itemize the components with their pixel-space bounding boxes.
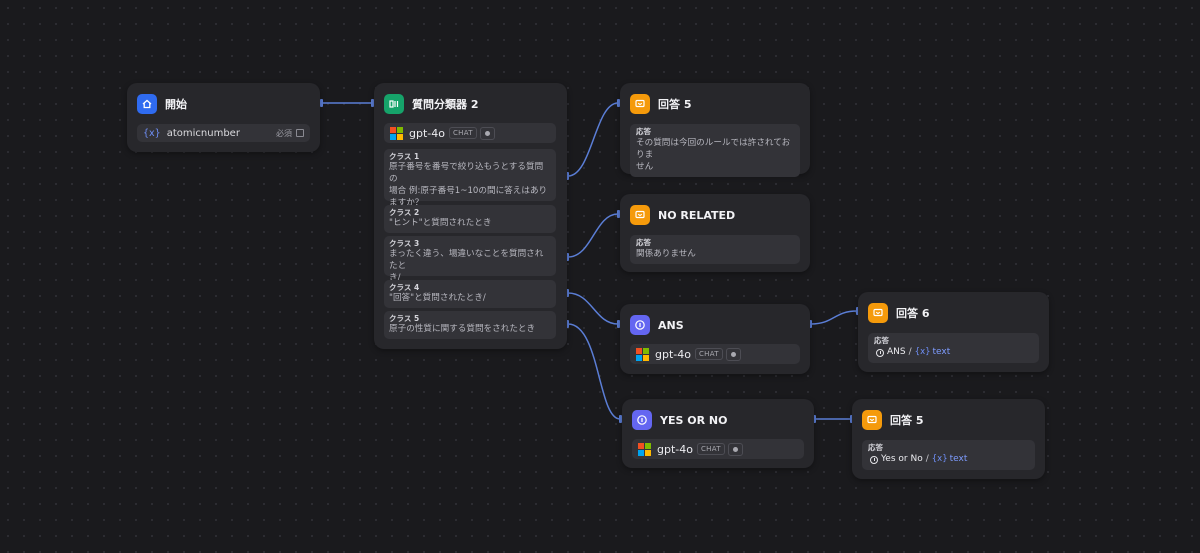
response-box[interactable]: 応答 Yes or No / {x} text [862, 440, 1035, 470]
response-label: 応答 [636, 127, 651, 136]
no-related-node[interactable]: NO RELATED 応答 関係ありません [620, 194, 810, 272]
node-title: 回答 5 [890, 414, 924, 427]
chat-badge: CHAT [448, 127, 477, 139]
response-label: 応答 [874, 336, 889, 345]
class-text: 場合 例:原子番号1~10の間に答えはあり [389, 186, 548, 196]
class-2[interactable]: クラス 2 "ヒント"と質問されたとき [384, 205, 556, 233]
info-icon [870, 455, 878, 464]
chat-badge: CHAT [694, 348, 723, 360]
microsoft-icon [636, 347, 649, 361]
variable-reference: Yes or No / {x} text [868, 453, 1029, 466]
class-text: ますか？ [389, 198, 424, 208]
class-text: "回答"と質問されたとき/ [389, 293, 486, 303]
node-title: 開始 [165, 98, 187, 111]
info-icon [632, 410, 652, 430]
start-node[interactable]: 開始 {x} atomicnumber 必須 [127, 83, 320, 152]
class-1[interactable]: クラス 1 原子番号を番号で絞り込もうとする質問の 場合 例:原子番号1~10の… [384, 149, 556, 208]
response-box[interactable]: 応答 関係ありません [630, 235, 800, 264]
class-text: 原子番号を番号で絞り込もうとする質問の [389, 162, 544, 184]
class-text: 原子の性質に関する質問をされたとき [389, 324, 536, 334]
answer-icon [862, 410, 882, 430]
chat-badge: CHAT [696, 443, 725, 455]
response-text: せん [636, 162, 654, 172]
class-label: クラス 3 [389, 239, 420, 248]
edge-class3-norelated [567, 213, 619, 258]
model-selector[interactable]: gpt-4o CHAT [632, 439, 804, 459]
variable-icon: {x} [143, 127, 161, 139]
answer-5-bottom-node[interactable]: 回答 5 応答 Yes or No / {x} text [852, 399, 1045, 479]
info-icon [630, 315, 650, 335]
model-selector[interactable]: gpt-4o CHAT [630, 344, 800, 364]
node-title: YES OR NO [660, 413, 728, 427]
class-label: クラス 1 [389, 152, 420, 161]
node-ref: ANS [887, 347, 906, 357]
separator: / [908, 347, 912, 357]
class-label: クラス 4 [389, 283, 420, 292]
microsoft-icon [390, 126, 403, 140]
node-title: 回答 6 [896, 307, 930, 320]
node-ref: Yes or No [881, 454, 923, 464]
variable-name: atomicnumber [166, 127, 240, 139]
model-name: gpt-4o [657, 442, 693, 456]
eye-icon[interactable] [725, 347, 741, 361]
response-label: 応答 [868, 443, 883, 452]
eye-icon[interactable] [479, 126, 495, 140]
edge-class1-answer5 [567, 102, 619, 177]
answer-5-node[interactable]: 回答 5 応答 その質問は今回のルールでは許されておりま せん [620, 83, 810, 177]
node-title: ANS [658, 318, 684, 332]
response-box[interactable]: 応答 ANS / {x} text [868, 333, 1039, 363]
class-text: まったく違う、場違いなことを質問されたと [389, 249, 544, 271]
variable-name: text [949, 454, 968, 464]
variable-name: text [932, 347, 951, 357]
text-type-icon [296, 129, 304, 137]
edge-class5-yesorno [567, 323, 621, 420]
model-name: gpt-4o [409, 126, 445, 140]
variable-icon: {x} [914, 347, 931, 357]
variable-reference: ANS / {x} text [874, 346, 1033, 359]
model-selector[interactable]: gpt-4o CHAT [384, 123, 556, 143]
model-name: gpt-4o [655, 347, 691, 361]
response-box[interactable]: 応答 その質問は今回のルールでは許されておりま せん [630, 124, 800, 177]
class-label: クラス 2 [389, 208, 420, 217]
microsoft-icon [638, 442, 651, 456]
variable-icon: {x} [931, 454, 948, 464]
class-3[interactable]: クラス 3 まったく違う、場違いなことを質問されたと き/ [384, 236, 556, 283]
response-text: 関係ありません [636, 249, 696, 259]
answer-icon [868, 303, 888, 323]
required-label: 必須 [276, 128, 292, 138]
info-icon [876, 348, 884, 357]
answer-6-node[interactable]: 回答 6 応答 ANS / {x} text [858, 292, 1049, 372]
edge-ans-answer6 [810, 310, 858, 325]
class-text: "ヒント"と質問されたとき [389, 218, 492, 228]
response-text: その質問は今回のルールでは許されておりま [636, 138, 791, 160]
class-4[interactable]: クラス 4 "回答"と質問されたとき/ [384, 280, 556, 308]
answer-icon [630, 205, 650, 225]
class-text: き/ [389, 273, 401, 283]
question-classifier-node[interactable]: 質問分類器 2 gpt-4o CHAT クラス 1 原子番号を番号で絞り込もうと… [374, 83, 567, 349]
answer-icon [630, 94, 650, 114]
node-title: NO RELATED [658, 208, 736, 222]
yes-or-no-llm-node[interactable]: YES OR NO gpt-4o CHAT [622, 399, 814, 468]
start-variable-row[interactable]: {x} atomicnumber 必須 [137, 124, 310, 142]
eye-icon[interactable] [727, 442, 743, 456]
class-5[interactable]: クラス 5 原子の性質に関する質問をされたとき [384, 311, 556, 339]
response-label: 応答 [636, 238, 651, 247]
class-label: クラス 5 [389, 314, 420, 323]
edge-class4-ans [567, 292, 619, 325]
node-title: 質問分類器 2 [412, 98, 479, 111]
separator: / [925, 454, 929, 464]
ans-llm-node[interactable]: ANS gpt-4o CHAT [620, 304, 810, 374]
node-title: 回答 5 [658, 98, 692, 111]
home-icon [137, 94, 157, 114]
classifier-icon [384, 94, 404, 114]
